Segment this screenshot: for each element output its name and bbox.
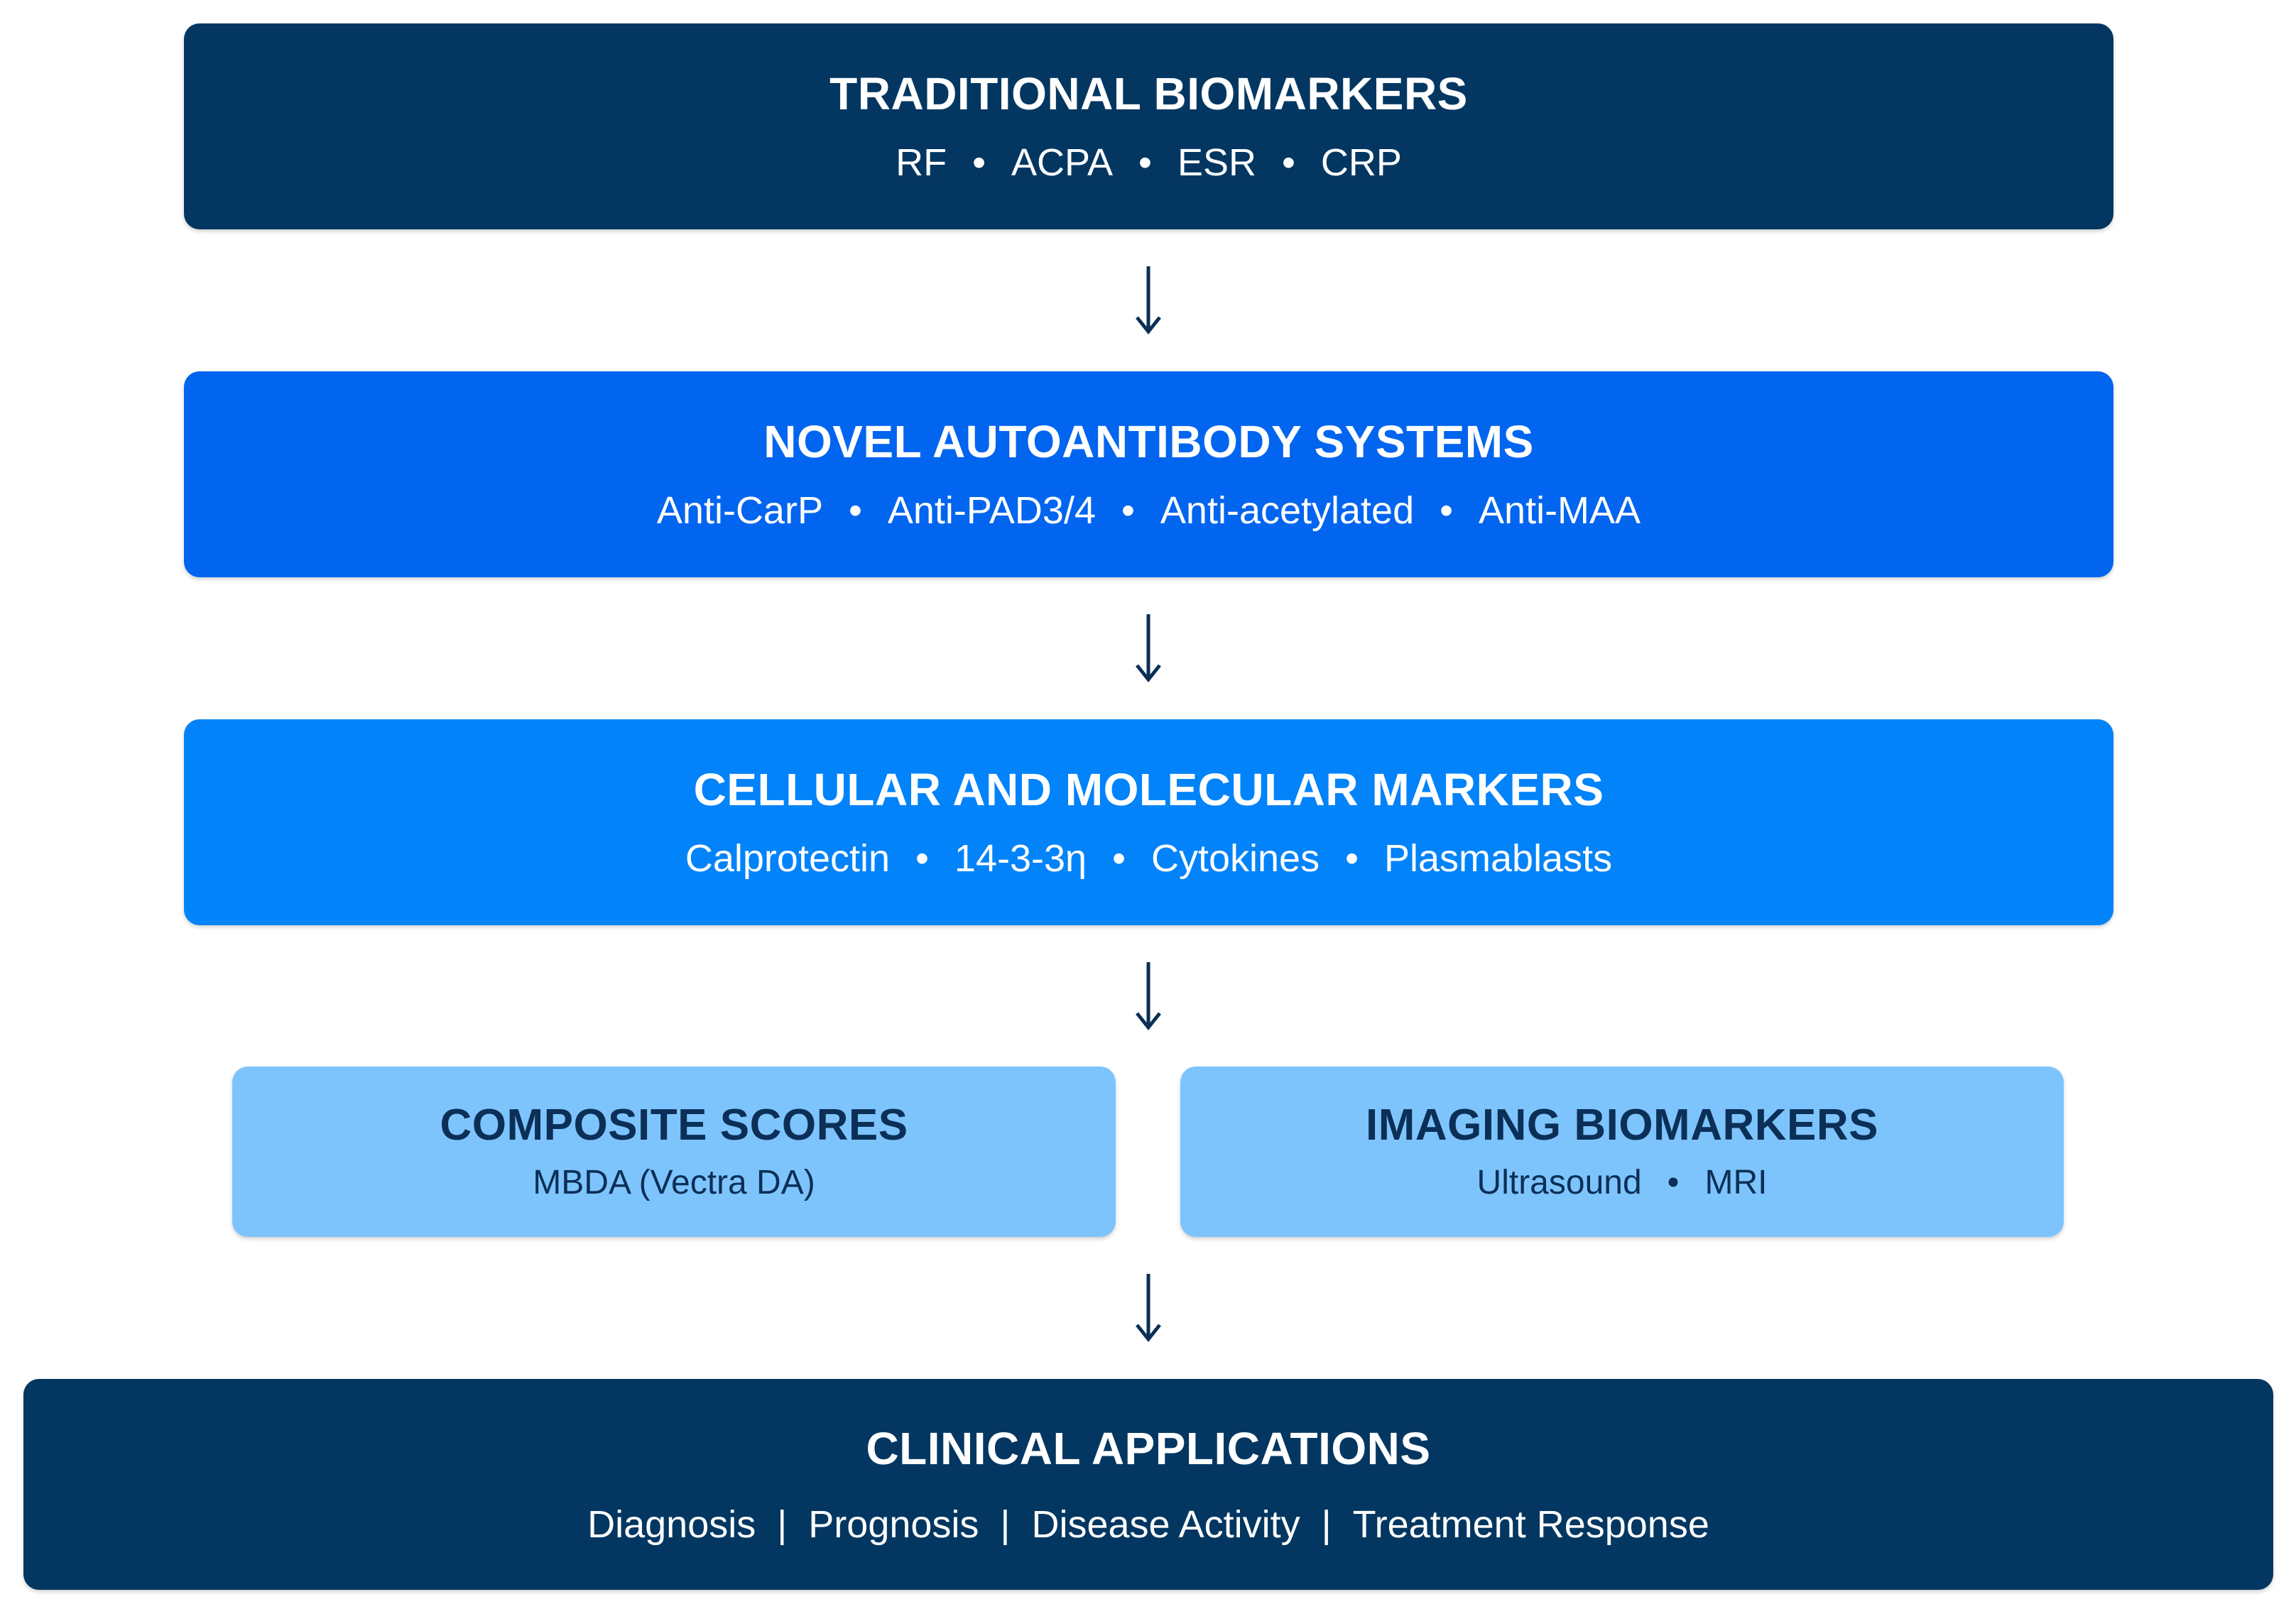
traditional-biomarkers-title: TRADITIONAL BIOMARKERS [829,68,1468,119]
biomarker-item: ESR [1177,141,1256,184]
arrow-down-icon [1127,961,1170,1032]
imaging-biomarkers-box: IMAGING BIOMARKERS Ultrasound • MRI [1180,1067,2064,1237]
novel-autoantibody-box: NOVEL AUTOANTIBODY SYSTEMS Anti-CarP•Ant… [184,371,2113,577]
bullet-separator: • [1112,837,1126,880]
biomarker-item: CRP [1320,141,1402,184]
composite-scores-box: COMPOSITE SCORES MBDA (Vectra DA) [232,1067,1116,1237]
application-item: Disease Activity [1031,1503,1300,1546]
arrow-down-icon [1127,1272,1170,1343]
application-item: Prognosis [808,1503,979,1546]
biomarker-item: Anti-CarP [656,489,823,532]
biomarker-item: Calprotectin [685,837,891,880]
bullet-separator: • [1281,141,1295,184]
cellular-molecular-box: CELLULAR AND MOLECULAR MARKERS Calprotec… [184,719,2113,925]
cellular-molecular-list: Calprotectin • 14-3-3η • Cytokines • Plasmabla… [685,839,1612,878]
biomarker-item: Anti-acetylated [1160,489,1415,532]
bullet-separator: • [1138,141,1152,184]
arrow-down-icon [1127,265,1170,336]
bullet-separator: • [1440,489,1454,532]
pipe-separator: | [1321,1503,1332,1546]
application-item: Diagnosis [587,1503,756,1546]
composite-scores-list: MBDA (Vectra DA) [533,1166,815,1200]
biomarker-item: 14-3-3η [954,837,1087,880]
traditional-biomarkers-list: RF • ACPA • ESR • CRP [896,143,1402,182]
biomarker-item: Ultrasound [1476,1164,1642,1201]
imaging-biomarkers-list: Ultrasound • MRI [1477,1166,1768,1200]
bullet-separator: • [848,489,862,532]
composite-scores-title: COMPOSITE SCORES [440,1101,908,1150]
novel-autoantibody-list: Anti-CarP • Anti-PAD3/4 • Anti-acetylated • An… [657,491,1641,530]
application-item: Treatment Response [1352,1503,1709,1546]
biomarker-item: Anti-MAA [1479,489,1641,532]
bullet-separator: • [1121,489,1135,532]
biomarker-item: ACPA [1011,141,1114,184]
bullet-separator: • [972,141,986,184]
biomarker-item: RF [896,141,947,184]
bullet-separator: • [1345,837,1359,880]
pipe-separator: | [777,1503,788,1546]
bullet-separator: • [1667,1164,1680,1201]
clinical-applications-box: CLINICAL APPLICATIONS Diagnosis | Prognosi… [23,1379,2273,1590]
novel-autoantibody-title: NOVEL AUTOANTIBODY SYSTEMS [763,416,1534,467]
biomarker-item: Plasmablasts [1383,837,1613,880]
biomarker-item: MRI [1704,1164,1768,1201]
clinical-applications-list: Diagnosis | Prognosis | Disease Activity | Tre… [587,1505,1709,1544]
biomarker-item: Cytokines [1150,837,1320,880]
arrow-down-icon [1127,613,1170,684]
cellular-molecular-title: CELLULAR AND MOLECULAR MARKERS [693,764,1604,815]
clinical-applications-title: CLINICAL APPLICATIONS [866,1422,1431,1474]
imaging-biomarkers-title: IMAGING BIOMARKERS [1366,1101,1878,1150]
biomarker-item: MBDA (Vectra DA) [533,1164,815,1201]
bullet-separator: • [915,837,929,880]
traditional-biomarkers-box: TRADITIONAL BIOMARKERS RF • ACPA • ESR • CRP [184,23,2113,229]
pipe-separator: | [1000,1503,1011,1546]
biomarker-item: Anti-PAD3/4 [887,489,1096,532]
